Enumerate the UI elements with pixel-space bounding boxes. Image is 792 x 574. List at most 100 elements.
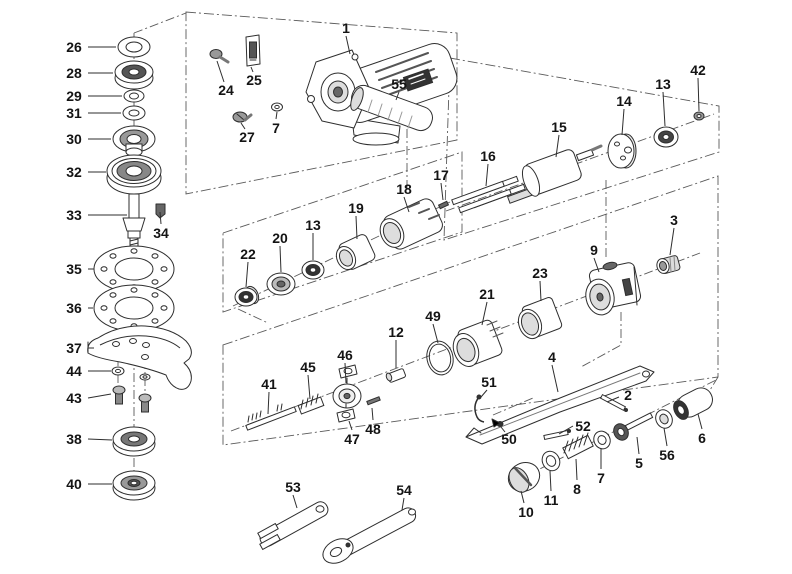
part-label-52: 52 (558, 418, 591, 435)
leader-line (558, 425, 574, 435)
leader-line (401, 497, 405, 511)
part-number: 30 (66, 131, 82, 147)
part-number: 56 (659, 447, 675, 463)
leader-line (480, 389, 488, 398)
leader-line (403, 196, 410, 213)
leader-line (485, 163, 489, 187)
part-label-40: 40 (66, 476, 112, 492)
part-number: 50 (501, 431, 517, 447)
part-number: 27 (239, 129, 255, 145)
part-38 (112, 426, 156, 457)
leader-line (250, 66, 254, 73)
part-18 (379, 198, 443, 250)
assembly-boundary-motor-assembly (443, 57, 720, 241)
part-number: 21 (479, 286, 495, 302)
leader-line (279, 245, 282, 273)
part-number: 13 (655, 76, 671, 92)
part-16 (451, 175, 526, 214)
part-35 (93, 245, 175, 293)
assembly-boundary-valve-governor-assembly (222, 175, 719, 446)
part-number: 10 (518, 504, 534, 520)
part-label-13a: 13 (655, 76, 671, 127)
part-number: 46 (337, 347, 353, 363)
leader-line (539, 280, 542, 302)
leader-line (344, 362, 347, 384)
leader-line (87, 393, 112, 399)
part-number: 15 (551, 119, 567, 135)
part-2 (599, 393, 628, 412)
part-number: 7 (597, 470, 605, 486)
part-label-22: 22 (240, 246, 256, 288)
part-label-29: 29 (66, 88, 122, 104)
part-label-42: 42 (690, 62, 706, 112)
leader-line (551, 364, 559, 393)
part-number: 3 (670, 212, 678, 228)
part-number: 11 (544, 492, 559, 508)
part-number: 26 (66, 39, 82, 55)
part-23 (517, 297, 563, 340)
part-label-54: 54 (396, 482, 412, 511)
leader-line (636, 436, 640, 455)
part-number: 36 (66, 300, 82, 316)
leader-line (520, 490, 525, 504)
part-number: 40 (66, 476, 82, 492)
part-label-23: 23 (532, 265, 548, 302)
part-label-25: 25 (246, 66, 262, 88)
part-4 (465, 365, 655, 445)
part-7a (271, 102, 283, 112)
part-label-26: 26 (66, 39, 116, 55)
part-label-55: 55 (391, 76, 407, 101)
leader-line (481, 301, 488, 326)
part-32 (106, 154, 162, 195)
part-label-13b: 13 (305, 217, 321, 260)
part-number: 51 (481, 374, 497, 390)
part-label-7b: 7 (597, 449, 605, 486)
part-number: 34 (153, 225, 169, 241)
leader-line (432, 323, 439, 344)
part-number: 17 (433, 167, 449, 183)
part-number: 35 (66, 261, 82, 277)
centerline-12 (492, 397, 534, 416)
part-number: 44 (66, 363, 82, 379)
part-5 (613, 412, 654, 441)
leader-line (669, 227, 675, 256)
part-37 (87, 325, 192, 390)
part-number: 38 (66, 431, 82, 447)
part-label-48: 48 (365, 407, 381, 437)
part-number: 45 (300, 359, 316, 375)
part-20 (266, 272, 296, 296)
part-number: 32 (66, 164, 82, 180)
leader-line (371, 407, 374, 421)
part-label-45: 45 (300, 359, 316, 400)
part-label-32: 32 (66, 164, 106, 180)
part-9 (585, 261, 642, 316)
part-label-51: 51 (480, 374, 497, 398)
centerline-2 (445, 113, 715, 212)
part-30 (112, 125, 156, 157)
part-19 (335, 234, 376, 271)
part-label-18: 18 (396, 181, 412, 213)
part-label-15: 15 (551, 119, 567, 158)
part-number: 47 (344, 431, 360, 447)
part-number: 13 (305, 217, 321, 233)
part-number: 49 (425, 308, 441, 324)
part-label-44: 44 (66, 363, 111, 379)
part-51 (474, 394, 485, 423)
part-25 (245, 34, 261, 67)
part-label-43: 43 (66, 390, 112, 406)
part-label-50: 50 (500, 426, 517, 447)
part-number: 52 (575, 418, 591, 434)
leader-line (159, 211, 162, 225)
part-28 (114, 60, 154, 90)
part-36 (93, 284, 175, 332)
part-number: 22 (240, 246, 256, 262)
part-8 (562, 432, 594, 460)
leader-line (348, 420, 353, 431)
part-45 (297, 393, 325, 415)
part-label-8: 8 (573, 458, 581, 497)
leader-line (662, 91, 666, 127)
part-33 (122, 193, 146, 255)
part-22 (234, 285, 260, 307)
centerline-11 (237, 308, 269, 324)
part-number: 43 (66, 390, 82, 406)
